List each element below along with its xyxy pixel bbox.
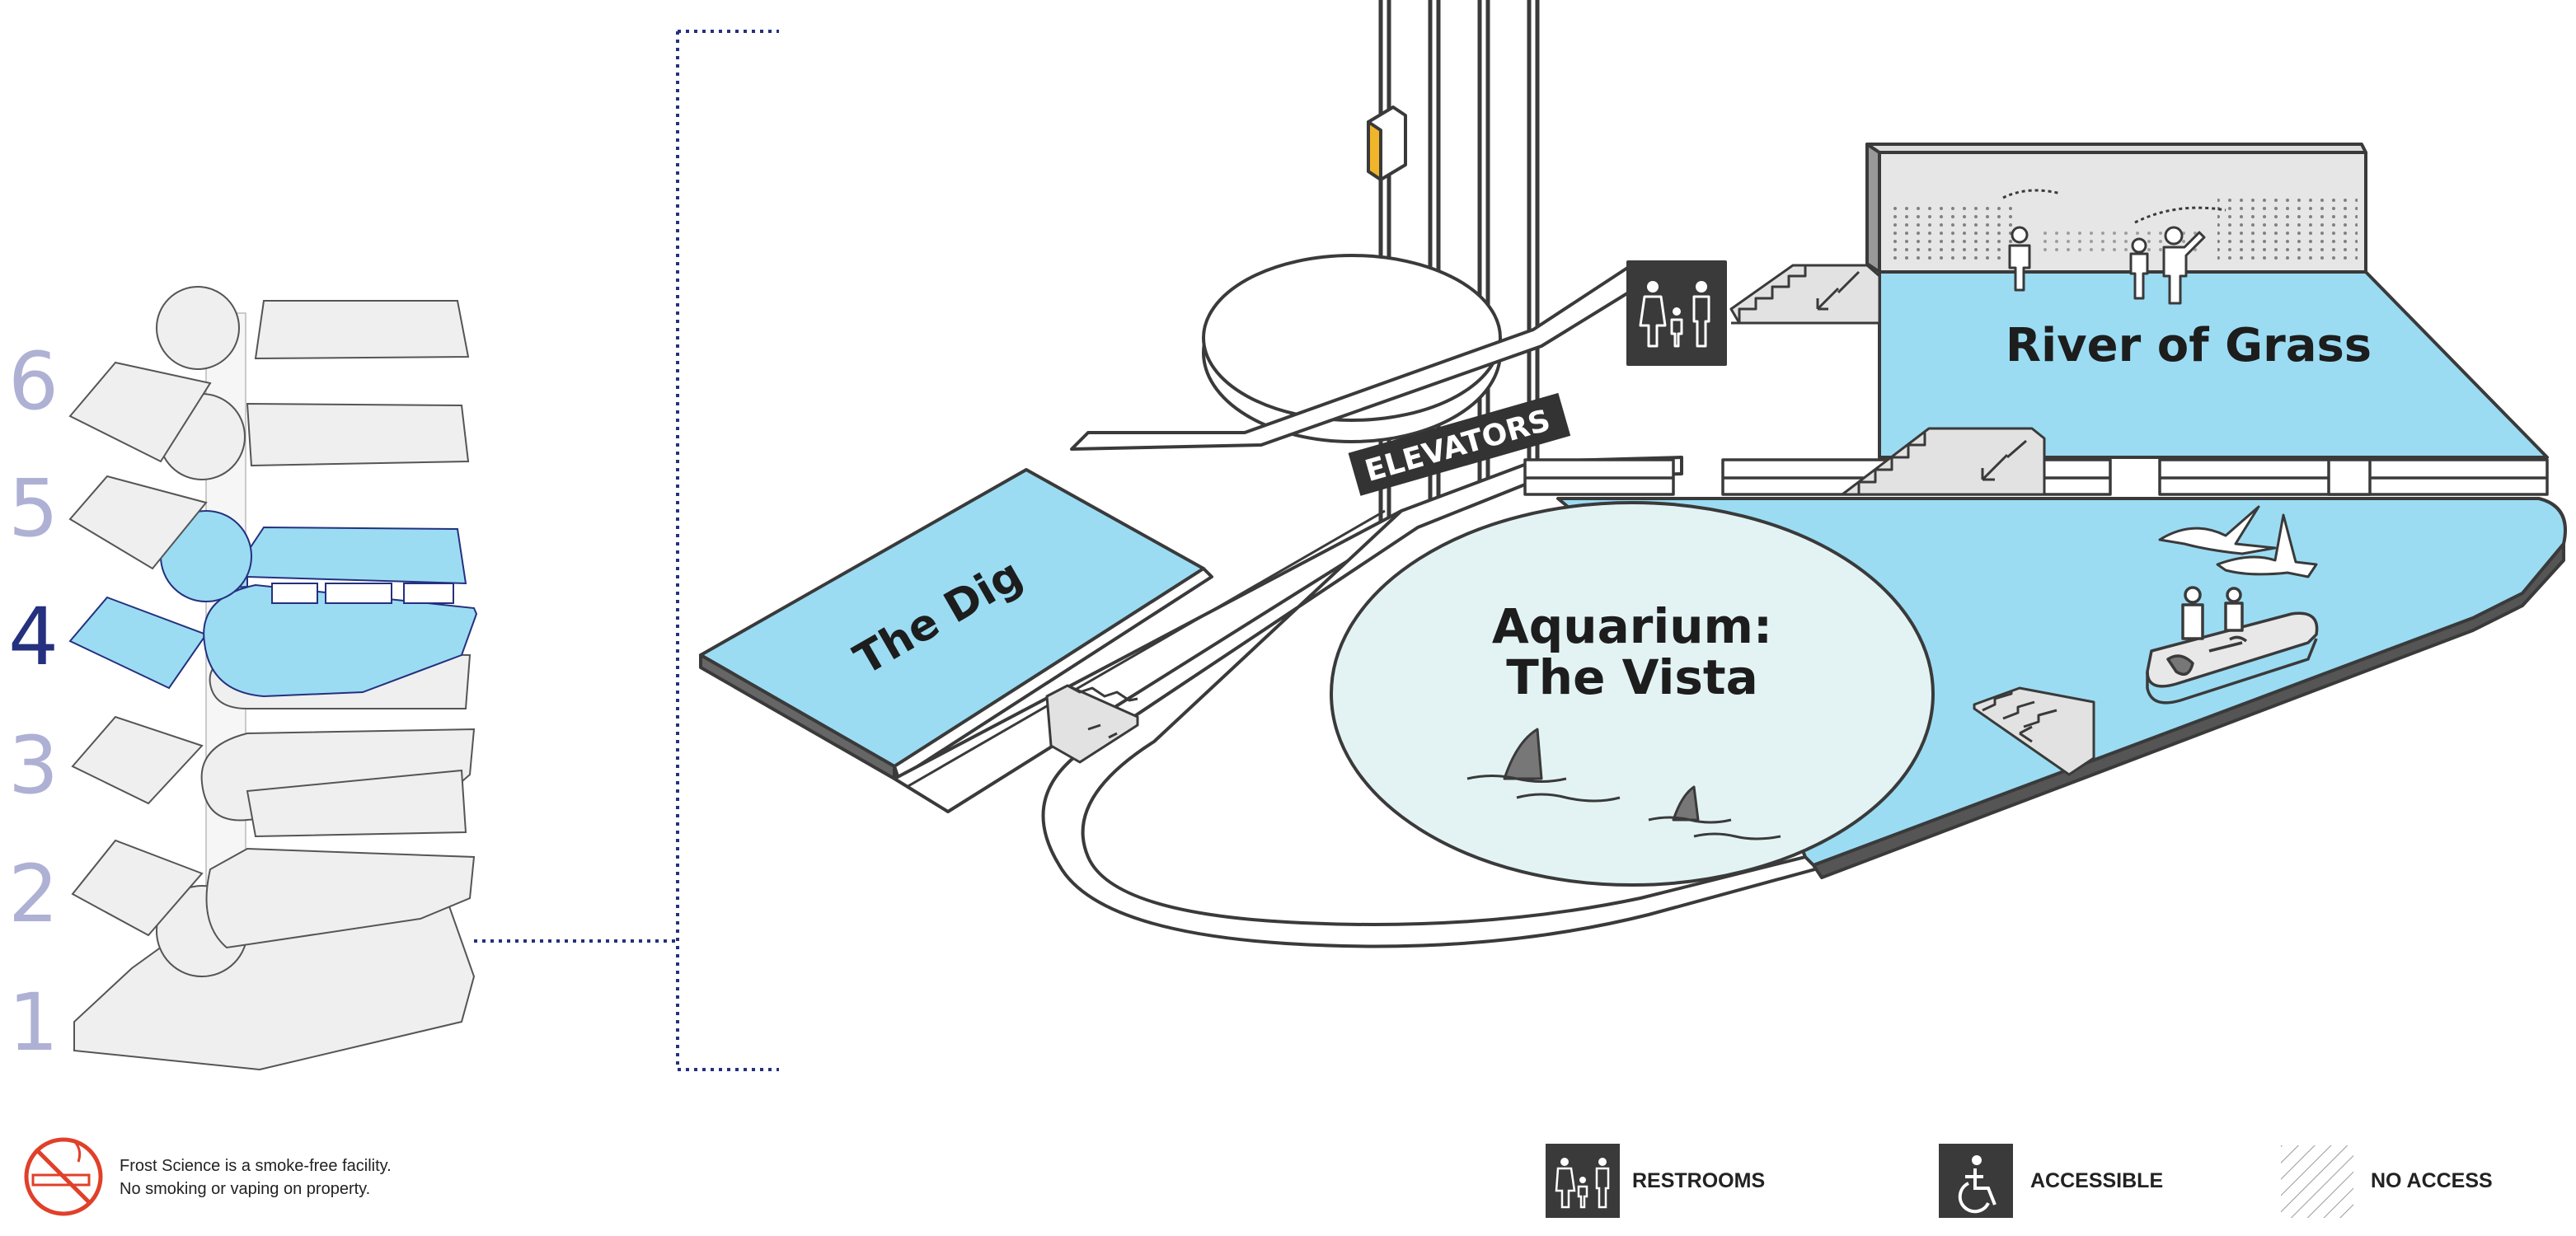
label-aquarium-line2: The Vista [1506, 649, 1758, 705]
floor-button-5[interactable]: 5 [8, 462, 59, 555]
detail-map: The Dig Aquarium: [699, 0, 2567, 948]
floor-plate-6[interactable] [68, 286, 470, 463]
floor-button-1[interactable]: 1 [8, 976, 59, 1069]
bird-icon [2216, 513, 2318, 578]
stairs-icon [1841, 427, 2046, 496]
person-icon [2008, 226, 2031, 292]
zone-aquarium-vista[interactable]: Aquarium: The Vista [1330, 501, 1935, 887]
legend-restrooms-label: RESTROOMS [1632, 1169, 1765, 1192]
stairs-icon [1729, 264, 1881, 325]
accessible-icon [1939, 1144, 2013, 1218]
floor-button-4[interactable]: 4 [8, 591, 59, 683]
legend: Frost Science is a smoke-free facility. … [24, 1137, 2493, 1218]
shark-fin-icon [1466, 728, 1621, 803]
bird-icon [2158, 505, 2277, 555]
floor-selector: 6 5 4 3 2 1 [8, 335, 59, 1069]
detail-bracket [474, 30, 779, 1071]
elevator-call-icon [1367, 105, 1407, 181]
legend-no-access-label: NO ACCESS [2371, 1169, 2493, 1192]
boat-icon[interactable] [2146, 586, 2319, 705]
stairs-icon [1973, 686, 2095, 776]
restroom-icon [1626, 260, 1727, 366]
no-smoking-icon [24, 1137, 103, 1216]
floor-plate-2[interactable] [71, 839, 476, 949]
floor-plate-3[interactable] [71, 715, 476, 838]
no-access-icon [2281, 1145, 2353, 1218]
aquarium-loop [1041, 456, 1832, 948]
stairs-icon [1045, 684, 1139, 764]
smoke-free-line2: No smoking or vaping on property. [120, 1180, 370, 1198]
smoke-free-line1: Frost Science is a smoke-free facility. [120, 1157, 392, 1175]
floor-button-2[interactable]: 2 [8, 848, 59, 940]
person-icon [2129, 237, 2149, 300]
floor-button-6[interactable]: 6 [8, 335, 59, 428]
label-river-of-grass: River of Grass [2006, 319, 2372, 372]
label-aquarium-line1: Aquarium: [1492, 598, 1772, 654]
zone-river-of-grass[interactable]: River of Grass [1865, 143, 2549, 459]
person-icon [2162, 226, 2206, 305]
floor-stack [68, 286, 478, 1071]
floor-button-3[interactable]: 3 [8, 719, 59, 812]
legend-accessible-label: ACCESSIBLE [2030, 1169, 2163, 1192]
zone-the-dig[interactable]: The Dig [699, 468, 1213, 780]
shark-fin-icon [1648, 785, 1781, 840]
floor-plate-4[interactable] [68, 510, 478, 709]
restroom-icon [1546, 1144, 1620, 1218]
